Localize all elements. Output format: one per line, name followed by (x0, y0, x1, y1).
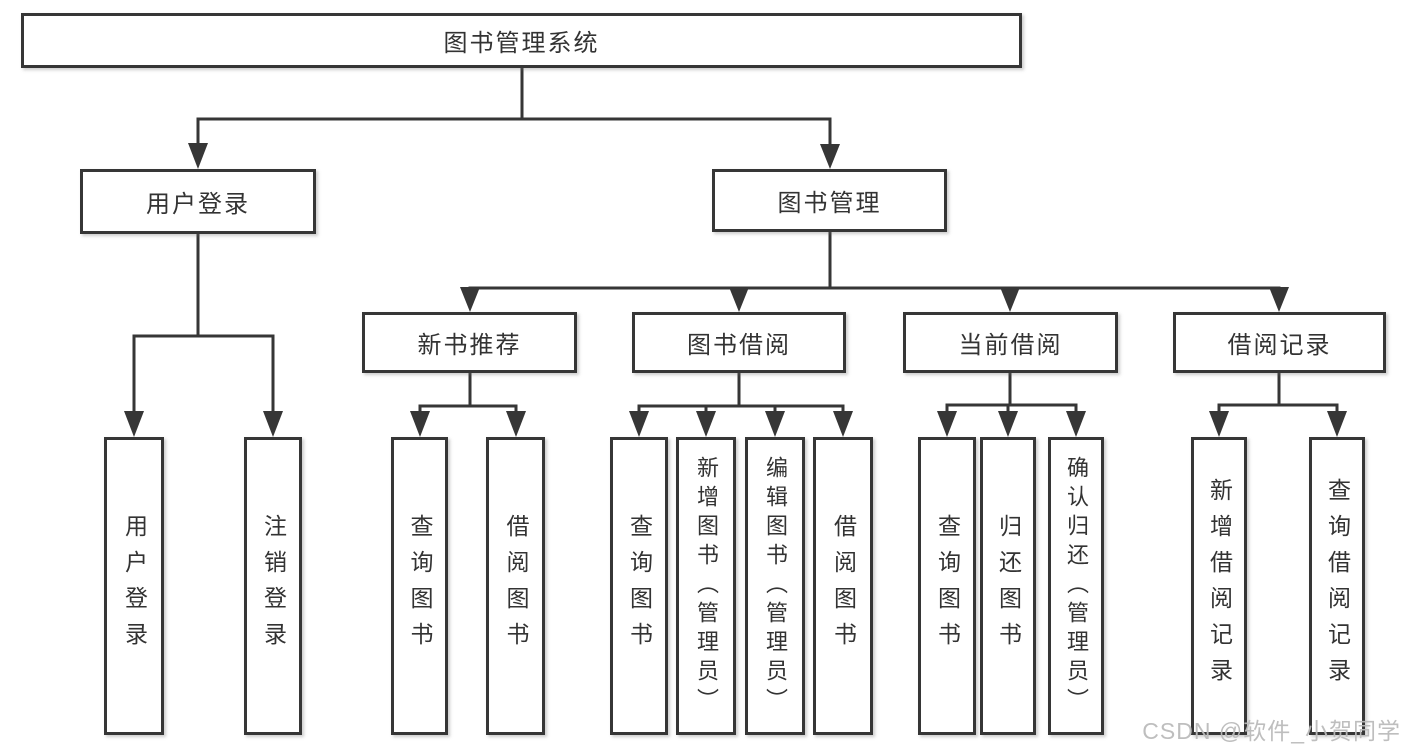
connector-currentborrow-to-leaves (945, 373, 1078, 412)
leaf-query-books-current: 查询图书 (918, 437, 976, 735)
root-node-library-management-system: 图书管理系统 (21, 13, 1022, 68)
leaf-borrow-books-borrowing-label: 借阅图书 (830, 514, 857, 658)
arrowheads-level2 (188, 143, 840, 169)
leaf-query-books-recommend-label: 查询图书 (407, 514, 433, 658)
leaf-query-books-current-label: 查询图书 (934, 514, 961, 658)
leaf-query-books-borrowing-label: 查询图书 (626, 514, 653, 658)
leaf-logout-label: 注销登录 (260, 514, 287, 658)
connector-userlogin-to-leaves (132, 234, 275, 412)
leaf-query-books-borrowing: 查询图书 (610, 437, 668, 735)
node-new-book-recommendation: 新书推荐 (362, 312, 577, 373)
node-current-borrowing-label: 当前借阅 (958, 332, 1063, 359)
node-book-borrowing: 图书借阅 (632, 312, 846, 373)
node-borrowing-records-label: 借阅记录 (1227, 332, 1332, 359)
leaf-add-borrow-record-label: 新增借阅记录 (1206, 478, 1233, 694)
leaf-add-book-admin-label: 新增图书（管理员） (694, 455, 719, 717)
arrowheads-bookborrow-leaves (629, 411, 853, 437)
leaf-confirm-return-admin: 确认归还（管理员） (1048, 437, 1104, 735)
leaf-logout: 注销登录 (244, 437, 302, 735)
leaf-edit-book-admin-label: 编辑图书（管理员） (763, 455, 788, 717)
node-new-book-recommendation-label: 新书推荐 (417, 332, 522, 359)
leaf-user-login-label: 用户登录 (121, 514, 148, 658)
connector-bookborrow-to-leaves (637, 373, 845, 412)
leaf-add-borrow-record: 新增借阅记录 (1191, 437, 1247, 735)
leaf-add-book-admin: 新增图书（管理员） (676, 437, 736, 735)
root-node-label: 图书管理系统 (443, 30, 600, 57)
connector-borrowrecords-to-leaves (1217, 373, 1339, 412)
node-user-login: 用户登录 (80, 169, 316, 234)
connector-root-to-level2 (196, 68, 832, 145)
arrowheads-userlogin-leaves (124, 411, 283, 437)
node-book-management-label: 图书管理 (777, 190, 882, 217)
leaf-query-borrow-record-label: 查询借阅记录 (1324, 478, 1351, 694)
leaf-borrow-books-recommend-label: 借阅图书 (503, 514, 529, 658)
node-book-management: 图书管理 (712, 169, 947, 232)
connector-newbook-to-leaves (418, 373, 518, 412)
node-book-borrowing-label: 图书借阅 (687, 332, 791, 359)
leaf-query-books-recommend: 查询图书 (391, 437, 448, 735)
leaf-confirm-return-admin-label: 确认归还（管理员） (1064, 455, 1089, 717)
leaf-return-book: 归还图书 (980, 437, 1036, 735)
csdn-watermark: CSDN @软件_小贺同学 (1142, 718, 1401, 744)
arrowheads-currentborrow-leaves (937, 411, 1086, 437)
node-current-borrowing: 当前借阅 (903, 312, 1118, 373)
leaf-query-borrow-record: 查询借阅记录 (1309, 437, 1365, 735)
arrowheads-borrowrecords-leaves (1209, 411, 1347, 437)
node-borrowing-records: 借阅记录 (1173, 312, 1386, 373)
leaf-user-login: 用户登录 (104, 437, 164, 735)
arrowheads-level3 (460, 287, 1289, 312)
leaf-edit-book-admin: 编辑图书（管理员） (745, 437, 805, 735)
connector-bookmgmt-to-level3 (468, 232, 1281, 290)
arrowheads-newbook-leaves (410, 411, 526, 437)
leaf-return-book-label: 归还图书 (995, 514, 1022, 658)
leaf-borrow-books-recommend: 借阅图书 (486, 437, 545, 735)
leaf-borrow-books-borrowing: 借阅图书 (813, 437, 873, 735)
node-user-login-label: 用户登录 (146, 191, 250, 218)
